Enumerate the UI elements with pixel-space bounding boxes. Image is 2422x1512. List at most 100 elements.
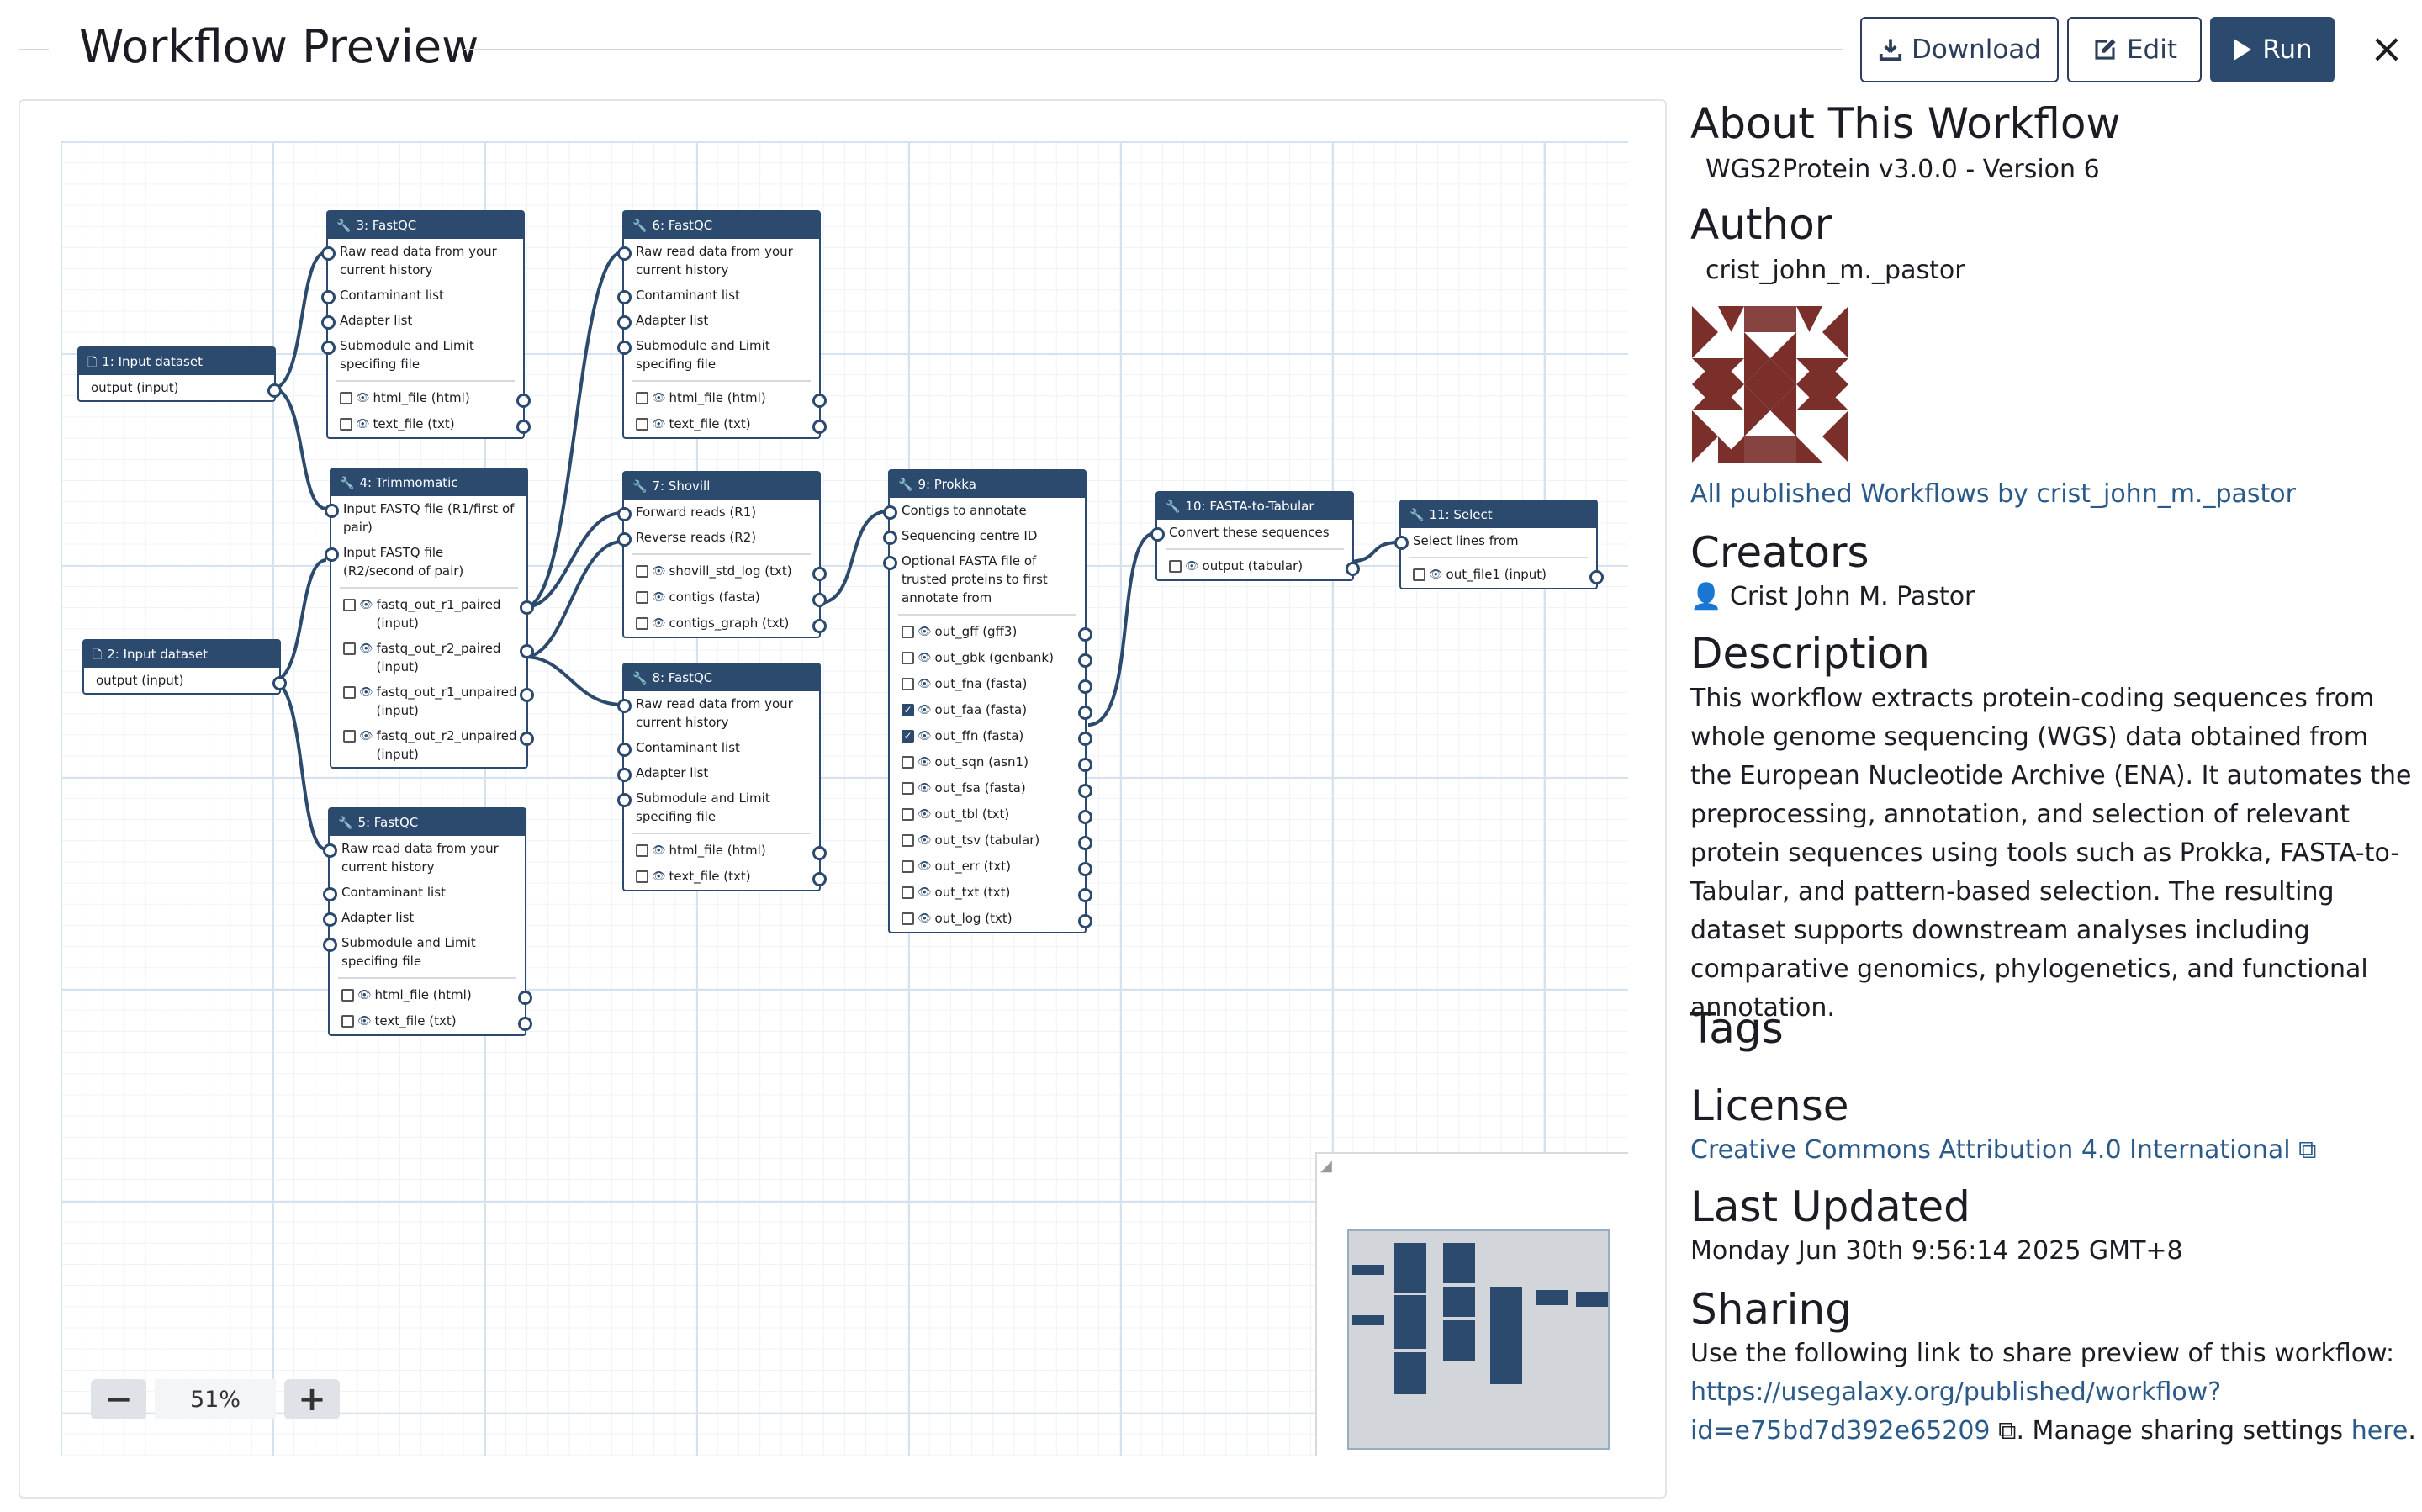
eye-icon[interactable]: 👁 — [356, 392, 370, 404]
node-input[interactable]: Adapter list — [323, 905, 525, 930]
checkbox[interactable] — [636, 418, 648, 431]
workflow-canvas[interactable]: 🗋1: Input dataset output (input) 🗋2: Inp… — [19, 99, 1667, 1499]
node-output[interactable]: 👁out_gff (gff3) — [890, 619, 1092, 645]
node-input[interactable]: Convert these sequences — [1150, 520, 1352, 545]
eye-icon[interactable]: 👁 — [652, 617, 666, 630]
checkbox[interactable] — [340, 392, 352, 404]
node-header[interactable]: 🔧10: FASTA-to-Tabular — [1157, 493, 1352, 520]
checkbox[interactable] — [902, 834, 914, 847]
node-output[interactable]: 👁out_fsa (fasta) — [890, 775, 1092, 801]
node-output[interactable]: 👁out_txt (txt) — [890, 880, 1092, 906]
sharing-link-line1[interactable]: https://usegalaxy.org/published/workflow… — [1690, 1377, 2222, 1407]
node-input[interactable]: Contaminant list — [323, 880, 525, 905]
eye-slash-icon[interactable]: 👁 — [918, 808, 932, 821]
checkbox[interactable] — [636, 392, 648, 404]
node-fastqc-5[interactable]: 🔧5: FastQC Raw read data from your curre… — [323, 807, 532, 1036]
checkbox-checked[interactable]: ✓ — [902, 730, 914, 743]
node-output[interactable]: ✓👁out_ffn (fasta) — [890, 723, 1092, 749]
eye-slash-icon[interactable]: 👁 — [918, 860, 932, 873]
eye-icon[interactable]: 👁 — [359, 730, 373, 743]
node-input[interactable]: Select lines from — [1394, 528, 1596, 553]
checkbox[interactable] — [902, 808, 914, 821]
node-output[interactable]: output (input) — [84, 668, 287, 693]
node-header[interactable]: 🗋2: Input dataset — [84, 641, 279, 668]
node-output[interactable]: output (input) — [79, 375, 282, 400]
eye-slash-icon[interactable]: 👁 — [918, 678, 932, 690]
node-input[interactable]: Contaminant list — [617, 283, 819, 308]
checkbox[interactable] — [902, 782, 914, 795]
eye-icon[interactable]: 👁 — [357, 1015, 372, 1028]
sharing-link-line2[interactable]: id=e75bd7d392e65209 — [1690, 1416, 1991, 1446]
node-output[interactable]: 👁out_fna (fasta) — [890, 671, 1092, 697]
node-input[interactable]: Contaminant list — [321, 283, 523, 308]
node-output[interactable]: 👁fastq_out_r2_unpaired (input) — [331, 723, 534, 767]
node-header[interactable]: 🔧9: Prokka — [890, 471, 1085, 498]
node-output[interactable]: 👁text_file (txt) — [624, 411, 827, 437]
node-header[interactable]: 🗋1: Input dataset — [79, 348, 274, 375]
here-link[interactable]: here — [2351, 1416, 2409, 1446]
eye-icon[interactable]: 👁 — [652, 591, 666, 604]
eye-slash-icon[interactable]: 👁 — [918, 834, 932, 847]
eye-slash-icon[interactable]: 👁 — [918, 912, 932, 925]
node-input[interactable]: Adapter list — [617, 760, 819, 785]
node-output[interactable]: ✓👁out_faa (fasta) — [890, 697, 1092, 723]
node-output[interactable]: 👁out_log (txt) — [890, 906, 1092, 932]
node-output[interactable]: 👁out_sqn (asn1) — [890, 749, 1092, 775]
copy-icon[interactable]: ⧉ — [1998, 1416, 2017, 1446]
node-output[interactable]: 👁html_file (html) — [328, 385, 531, 411]
eye-icon[interactable]: 👁 — [1185, 560, 1199, 573]
checkbox[interactable] — [340, 418, 352, 431]
node-output[interactable]: 👁out_tsv (tabular) — [890, 827, 1092, 854]
eye-icon[interactable]: 👁 — [359, 686, 373, 699]
node-output[interactable]: 👁fastq_out_r2_paired (input) — [331, 636, 534, 679]
zoom-in-button[interactable]: + — [284, 1379, 340, 1419]
checkbox[interactable] — [341, 1015, 354, 1028]
checkbox[interactable] — [343, 599, 356, 611]
node-input[interactable]: Submodule and Limit specifing file — [321, 333, 523, 377]
minimap-viewport[interactable] — [1347, 1229, 1610, 1450]
node-header[interactable]: 🔧7: Shovill — [624, 473, 819, 500]
node-input[interactable]: Raw read data from your current history — [321, 239, 523, 283]
node-input[interactable]: Contaminant list — [617, 735, 819, 760]
node-header[interactable]: 🔧11: Select — [1401, 501, 1596, 528]
node-prokka-9[interactable]: 🔧9: Prokka Contigs to annotate Sequencin… — [883, 469, 1092, 933]
node-shovill-7[interactable]: 🔧7: Shovill Forward reads (R1) Reverse r… — [617, 471, 827, 638]
node-output[interactable]: 👁contigs_graph (txt) — [624, 611, 827, 637]
resize-grip-icon[interactable]: ◢ — [1320, 1157, 1332, 1175]
node-input[interactable]: Forward reads (R1) — [617, 500, 819, 525]
node-output[interactable]: 👁output (tabular) — [1157, 553, 1360, 579]
node-output[interactable]: 👁shovill_std_log (txt) — [624, 558, 827, 584]
node-input[interactable]: Submodule and Limit specifing file — [617, 785, 819, 829]
node-output[interactable]: 👁contigs (fasta) — [624, 584, 827, 611]
eye-icon[interactable]: 👁 — [357, 989, 372, 1002]
eye-icon[interactable]: 👁 — [1429, 568, 1443, 581]
node-input[interactable]: Input FASTQ file (R2/second of pair) — [325, 540, 526, 584]
eye-slash-icon[interactable]: 👁 — [918, 782, 932, 795]
checkbox-checked[interactable]: ✓ — [902, 704, 914, 716]
node-input-dataset-2[interactable]: 🗋2: Input dataset output (input) — [82, 639, 287, 695]
checkbox[interactable] — [1169, 560, 1182, 573]
node-input[interactable]: Adapter list — [321, 308, 523, 333]
node-output[interactable]: 👁html_file (html) — [624, 838, 827, 864]
checkbox[interactable] — [343, 730, 356, 743]
node-output[interactable]: 👁html_file (html) — [624, 385, 827, 411]
eye-slash-icon[interactable]: 👁 — [918, 652, 932, 664]
checkbox[interactable] — [902, 756, 914, 769]
node-output[interactable]: 👁out_tbl (txt) — [890, 801, 1092, 827]
node-header[interactable]: 🔧6: FastQC — [624, 212, 819, 239]
node-fasta-to-tabular-10[interactable]: 🔧10: FASTA-to-Tabular Convert these sequ… — [1150, 491, 1360, 581]
minimap[interactable]: ◢ — [1315, 1152, 1628, 1456]
eye-slash-icon[interactable]: 👁 — [918, 886, 932, 899]
node-input[interactable]: Optional FASTA file of trusted proteins … — [883, 548, 1085, 611]
node-input[interactable]: Raw read data from your current history — [617, 691, 819, 735]
checkbox[interactable] — [636, 565, 648, 578]
node-output[interactable]: 👁fastq_out_r1_paired (input) — [331, 592, 534, 636]
eye-slash-icon[interactable]: 👁 — [918, 626, 932, 638]
node-input[interactable]: Input FASTQ file (R1/first of pair) — [325, 496, 526, 540]
node-fastqc-3[interactable]: 🔧3: FastQC Raw read data from your curre… — [321, 210, 531, 439]
edit-button[interactable]: Edit — [2067, 17, 2202, 82]
checkbox[interactable] — [902, 678, 914, 690]
node-fastqc-6[interactable]: 🔧6: FastQC Raw read data from your curre… — [617, 210, 827, 439]
eye-icon[interactable]: 👁 — [652, 870, 666, 883]
node-output[interactable]: 👁html_file (html) — [330, 982, 532, 1008]
